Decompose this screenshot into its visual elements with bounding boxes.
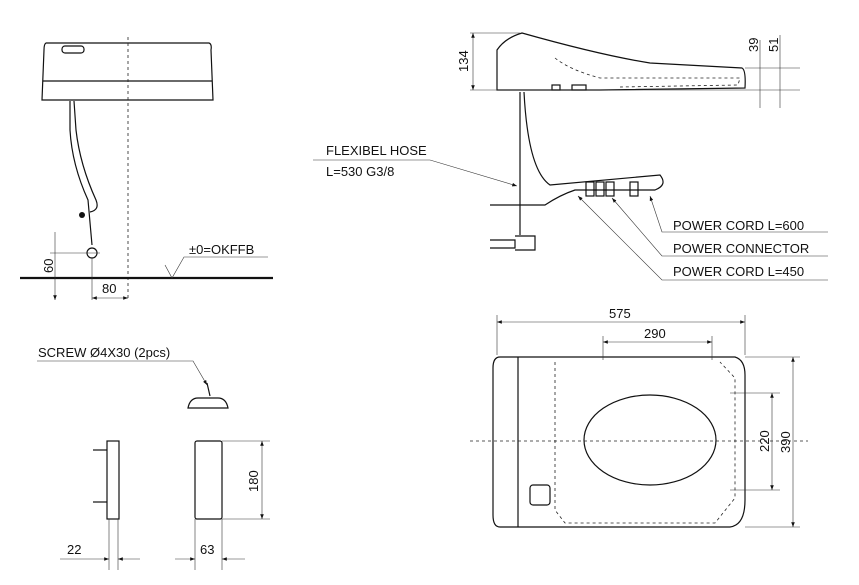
power-cord-450-label: POWER CORD L=450	[673, 264, 804, 279]
hose-length-label: L=530 G3/8	[326, 164, 394, 179]
dim-220: 220	[757, 430, 772, 452]
power-connector-label: POWER CONNECTOR	[673, 241, 809, 256]
side-view: 134 39 51 FLEXIBEL HOSE L=530 G3/8 POWER…	[313, 32, 828, 281]
mounting-bracket: SCREW Ø4X30 (2pcs) 180 22 63	[37, 345, 270, 570]
flexible-hose	[69, 101, 93, 246]
angle-valve	[490, 235, 536, 251]
dim-290: 290	[644, 326, 666, 341]
dim-22: 22	[67, 542, 81, 557]
seat-body-top	[492, 356, 746, 528]
screw-label: SCREW Ø4X30 (2pcs)	[38, 345, 170, 360]
dim-134: 134	[456, 50, 471, 72]
dim-390: 390	[778, 431, 793, 453]
dim-39: 39	[746, 38, 761, 52]
seat-opening	[583, 394, 717, 486]
dim-63: 63	[200, 542, 214, 557]
seat-body-front	[41, 42, 214, 101]
dim-60: 60	[41, 259, 56, 273]
screw-icon	[187, 382, 229, 409]
top-view: 575 290 220 390	[470, 306, 808, 528]
bracket-side	[106, 440, 120, 520]
power-cord-600-label: POWER CORD L=600	[673, 218, 804, 233]
control-panel-icon	[61, 45, 85, 54]
hose-label: FLEXIBEL HOSE	[326, 143, 427, 158]
front-view: 60 80 ±0=OKFFB	[20, 37, 273, 300]
bracket-front	[194, 440, 223, 520]
valve-icon	[79, 212, 85, 218]
power-connector	[585, 181, 639, 197]
dim-51: 51	[766, 38, 781, 52]
remote-icon	[529, 484, 551, 506]
seat-body-side	[496, 32, 746, 91]
dim-575: 575	[609, 306, 631, 321]
dim-180: 180	[246, 470, 261, 492]
dim-80: 80	[102, 281, 116, 296]
floor-reference-label: ±0=OKFFB	[189, 242, 254, 257]
